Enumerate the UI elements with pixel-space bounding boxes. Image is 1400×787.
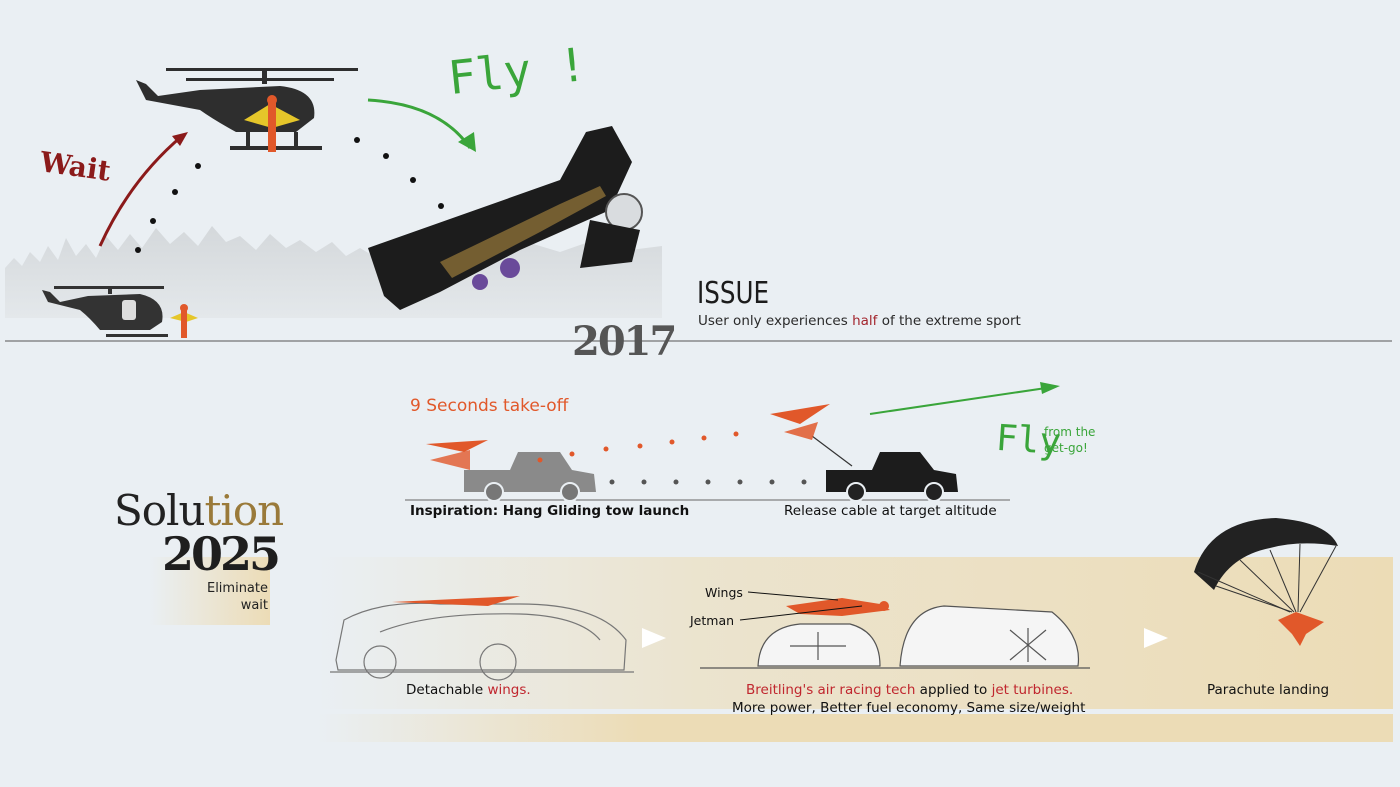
- steps-bottom-band: [318, 714, 1393, 742]
- inspiration-caption: Inspiration: Hang Gliding tow launch: [410, 503, 690, 519]
- ascent-trajectory: [135, 163, 201, 253]
- takeoff-label: 9 Seconds take-off: [410, 396, 569, 416]
- issue-subtitle-highlight: half: [852, 313, 878, 329]
- hang-glider-grey-icon: [426, 440, 488, 470]
- tow-truck-icon: [464, 452, 596, 502]
- step-arrow-2: [1144, 628, 1168, 648]
- descent-trajectory: [354, 137, 444, 209]
- step-arrow-1: [642, 628, 666, 648]
- step2-caption-b: applied to: [915, 682, 992, 698]
- solution-tagline: Eliminate wait: [206, 581, 268, 613]
- issue-title: ISSUE: [697, 276, 770, 311]
- solution-title-gold: tion: [204, 486, 285, 535]
- issue-subtitle: User only experiences half of the extrem…: [698, 313, 1021, 329]
- fly-get-go-arrow: [869, 387, 1047, 415]
- car-sketch-icon: [330, 602, 634, 681]
- step1-caption-highlight: wings.: [487, 682, 531, 698]
- hang-glider-released-icon: [770, 404, 830, 440]
- step2-caption-a: Breitling's air racing tech: [746, 682, 916, 698]
- solution-title-dark: Solu: [114, 486, 206, 535]
- detached-wing-icon: [392, 596, 520, 606]
- jet-turbines-sketch-icon: [700, 605, 1090, 669]
- ground-helicopter-icon: [42, 286, 168, 337]
- wait-arrow: [98, 134, 183, 247]
- release-truck-icon: [826, 452, 958, 502]
- solution-tag-band: [150, 557, 270, 625]
- issue-subtitle-pre: User only experiences: [698, 313, 853, 329]
- step1-caption-pre: Detachable: [406, 682, 488, 698]
- step2-caption-line2: More power, Better fuel economy, Same si…: [732, 700, 1086, 716]
- glider-trajectory: [537, 431, 739, 463]
- truck-trajectory: [609, 479, 807, 485]
- fly-get-go-sub: from the get-go!: [1044, 425, 1096, 455]
- parachute-icon: [1194, 518, 1338, 646]
- flying-helicopter-icon: [136, 68, 358, 150]
- issue-year: 2017: [572, 318, 677, 365]
- step1-caption: Detachable wings.: [406, 682, 531, 698]
- step3-caption: Parachute landing: [1207, 682, 1330, 698]
- jetman-pointer: [739, 605, 863, 621]
- solution-title: Solution: [114, 486, 285, 535]
- forest-silhouette: [5, 226, 662, 318]
- passenger-jetman-icon: [244, 95, 300, 152]
- fly-arrow: [367, 98, 472, 149]
- issue-subtitle-post: of the extreme sport: [877, 313, 1021, 329]
- step2-caption-line1: Breitling's air racing tech applied to j…: [746, 682, 1073, 698]
- standing-jetman-icon: [170, 304, 198, 338]
- solution-year: 2025: [162, 527, 281, 581]
- wings-label: Wings: [705, 585, 743, 600]
- release-caption: Release cable at target altitude: [784, 503, 997, 519]
- step2-caption-c: jet turbines.: [991, 682, 1074, 698]
- wings-pointer: [747, 591, 839, 601]
- jetman-flying-icon: [368, 126, 643, 310]
- jetman-label: Jetman: [690, 613, 735, 628]
- tow-cable: [811, 435, 853, 467]
